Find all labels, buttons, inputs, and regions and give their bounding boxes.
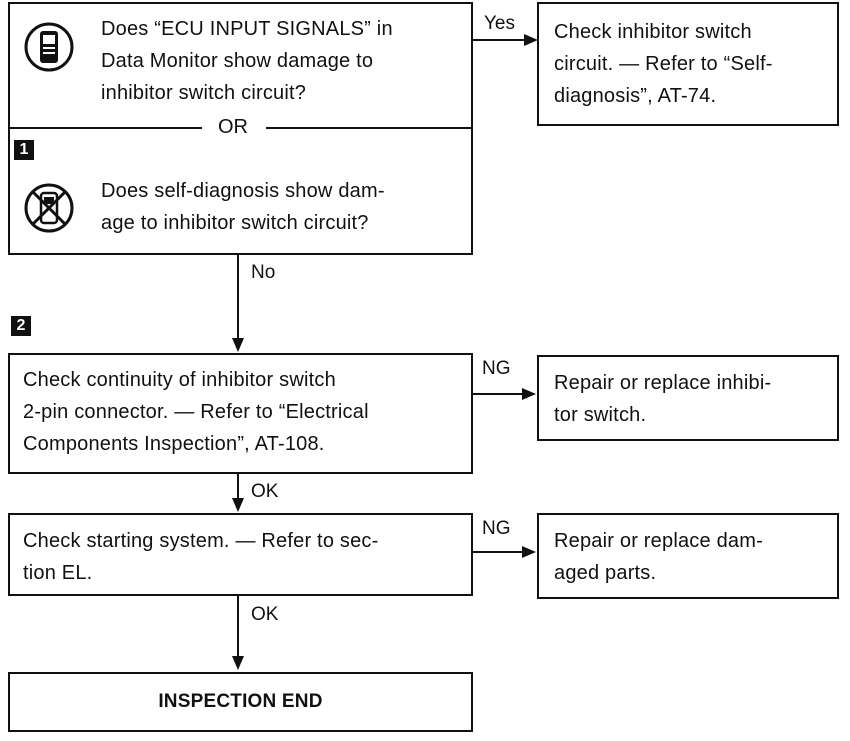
- yes-connector: [473, 39, 527, 41]
- step-3-ng-connector: [473, 551, 525, 553]
- yes-result-line-2: circuit. — Refer to “Self-: [554, 53, 773, 75]
- step-3-ok-label: OK: [251, 604, 279, 625]
- step-3-ng-box: [537, 513, 839, 599]
- step-2-line-2: 2-pin connector. — Refer to “Electrical: [23, 401, 369, 423]
- step-3-line-1: Check starting system. — Refer to sec-: [23, 530, 379, 552]
- step-2-ok-connector: [237, 474, 239, 500]
- question-2-line-2: age to inhibitor switch circuit?: [101, 212, 369, 234]
- question-1-line-1: Does “ECU INPUT SIGNALS” in: [101, 18, 393, 40]
- yes-arrowhead: [524, 34, 538, 46]
- step-2-badge: 2: [11, 316, 31, 336]
- step-3-ng-line-2: aged parts.: [554, 562, 657, 584]
- no-arrowhead: [232, 338, 244, 352]
- step-2-ng-label: NG: [482, 358, 511, 379]
- step-3-ng-line-1: Repair or replace dam-: [554, 530, 763, 552]
- step-2-line-3: Components Inspection”, AT-108.: [23, 433, 325, 455]
- step-3-ng-arrowhead: [522, 546, 536, 558]
- step-3-line-2: tion EL.: [23, 562, 93, 584]
- no-connector: [237, 255, 239, 339]
- yes-result-line-1: Check inhibitor switch: [554, 21, 752, 43]
- step-2-box: [8, 353, 473, 474]
- step-2-line-1: Check continuity of inhibitor switch: [23, 369, 336, 391]
- no-label: No: [251, 262, 276, 283]
- step-3-box: [8, 513, 473, 596]
- inspection-end-box: [8, 672, 473, 732]
- step-1-badge: 1: [14, 140, 34, 160]
- step-2-ok-arrowhead: [232, 498, 244, 512]
- step-2-ng-line-1: Repair or replace inhibi-: [554, 372, 772, 394]
- or-label: OR: [218, 116, 248, 138]
- no-tool-icon: [24, 183, 74, 233]
- consult-tester-icon: [24, 22, 74, 72]
- or-divider-left: [8, 127, 202, 129]
- step-2-ng-arrowhead: [522, 388, 536, 400]
- step-3-ok-connector: [237, 596, 239, 658]
- inspection-end-label: INSPECTION END: [158, 691, 323, 712]
- step-2-ok-label: OK: [251, 481, 279, 502]
- question-1-line-3: inhibitor switch circuit?: [101, 82, 307, 104]
- question-1-line-2: Data Monitor show damage to: [101, 50, 374, 72]
- question-2-line-1: Does self-diagnosis show dam-: [101, 180, 385, 202]
- yes-label: Yes: [484, 13, 515, 34]
- step-2-ng-box: [537, 355, 839, 441]
- yes-result-box: [537, 2, 839, 126]
- step-2-ng-connector: [473, 393, 525, 395]
- step-2-ng-line-2: tor switch.: [554, 404, 647, 426]
- or-divider-right: [266, 127, 473, 129]
- step-3-ng-label: NG: [482, 518, 511, 539]
- step-3-ok-arrowhead: [232, 656, 244, 670]
- yes-result-line-3: diagnosis”, AT-74.: [554, 85, 717, 107]
